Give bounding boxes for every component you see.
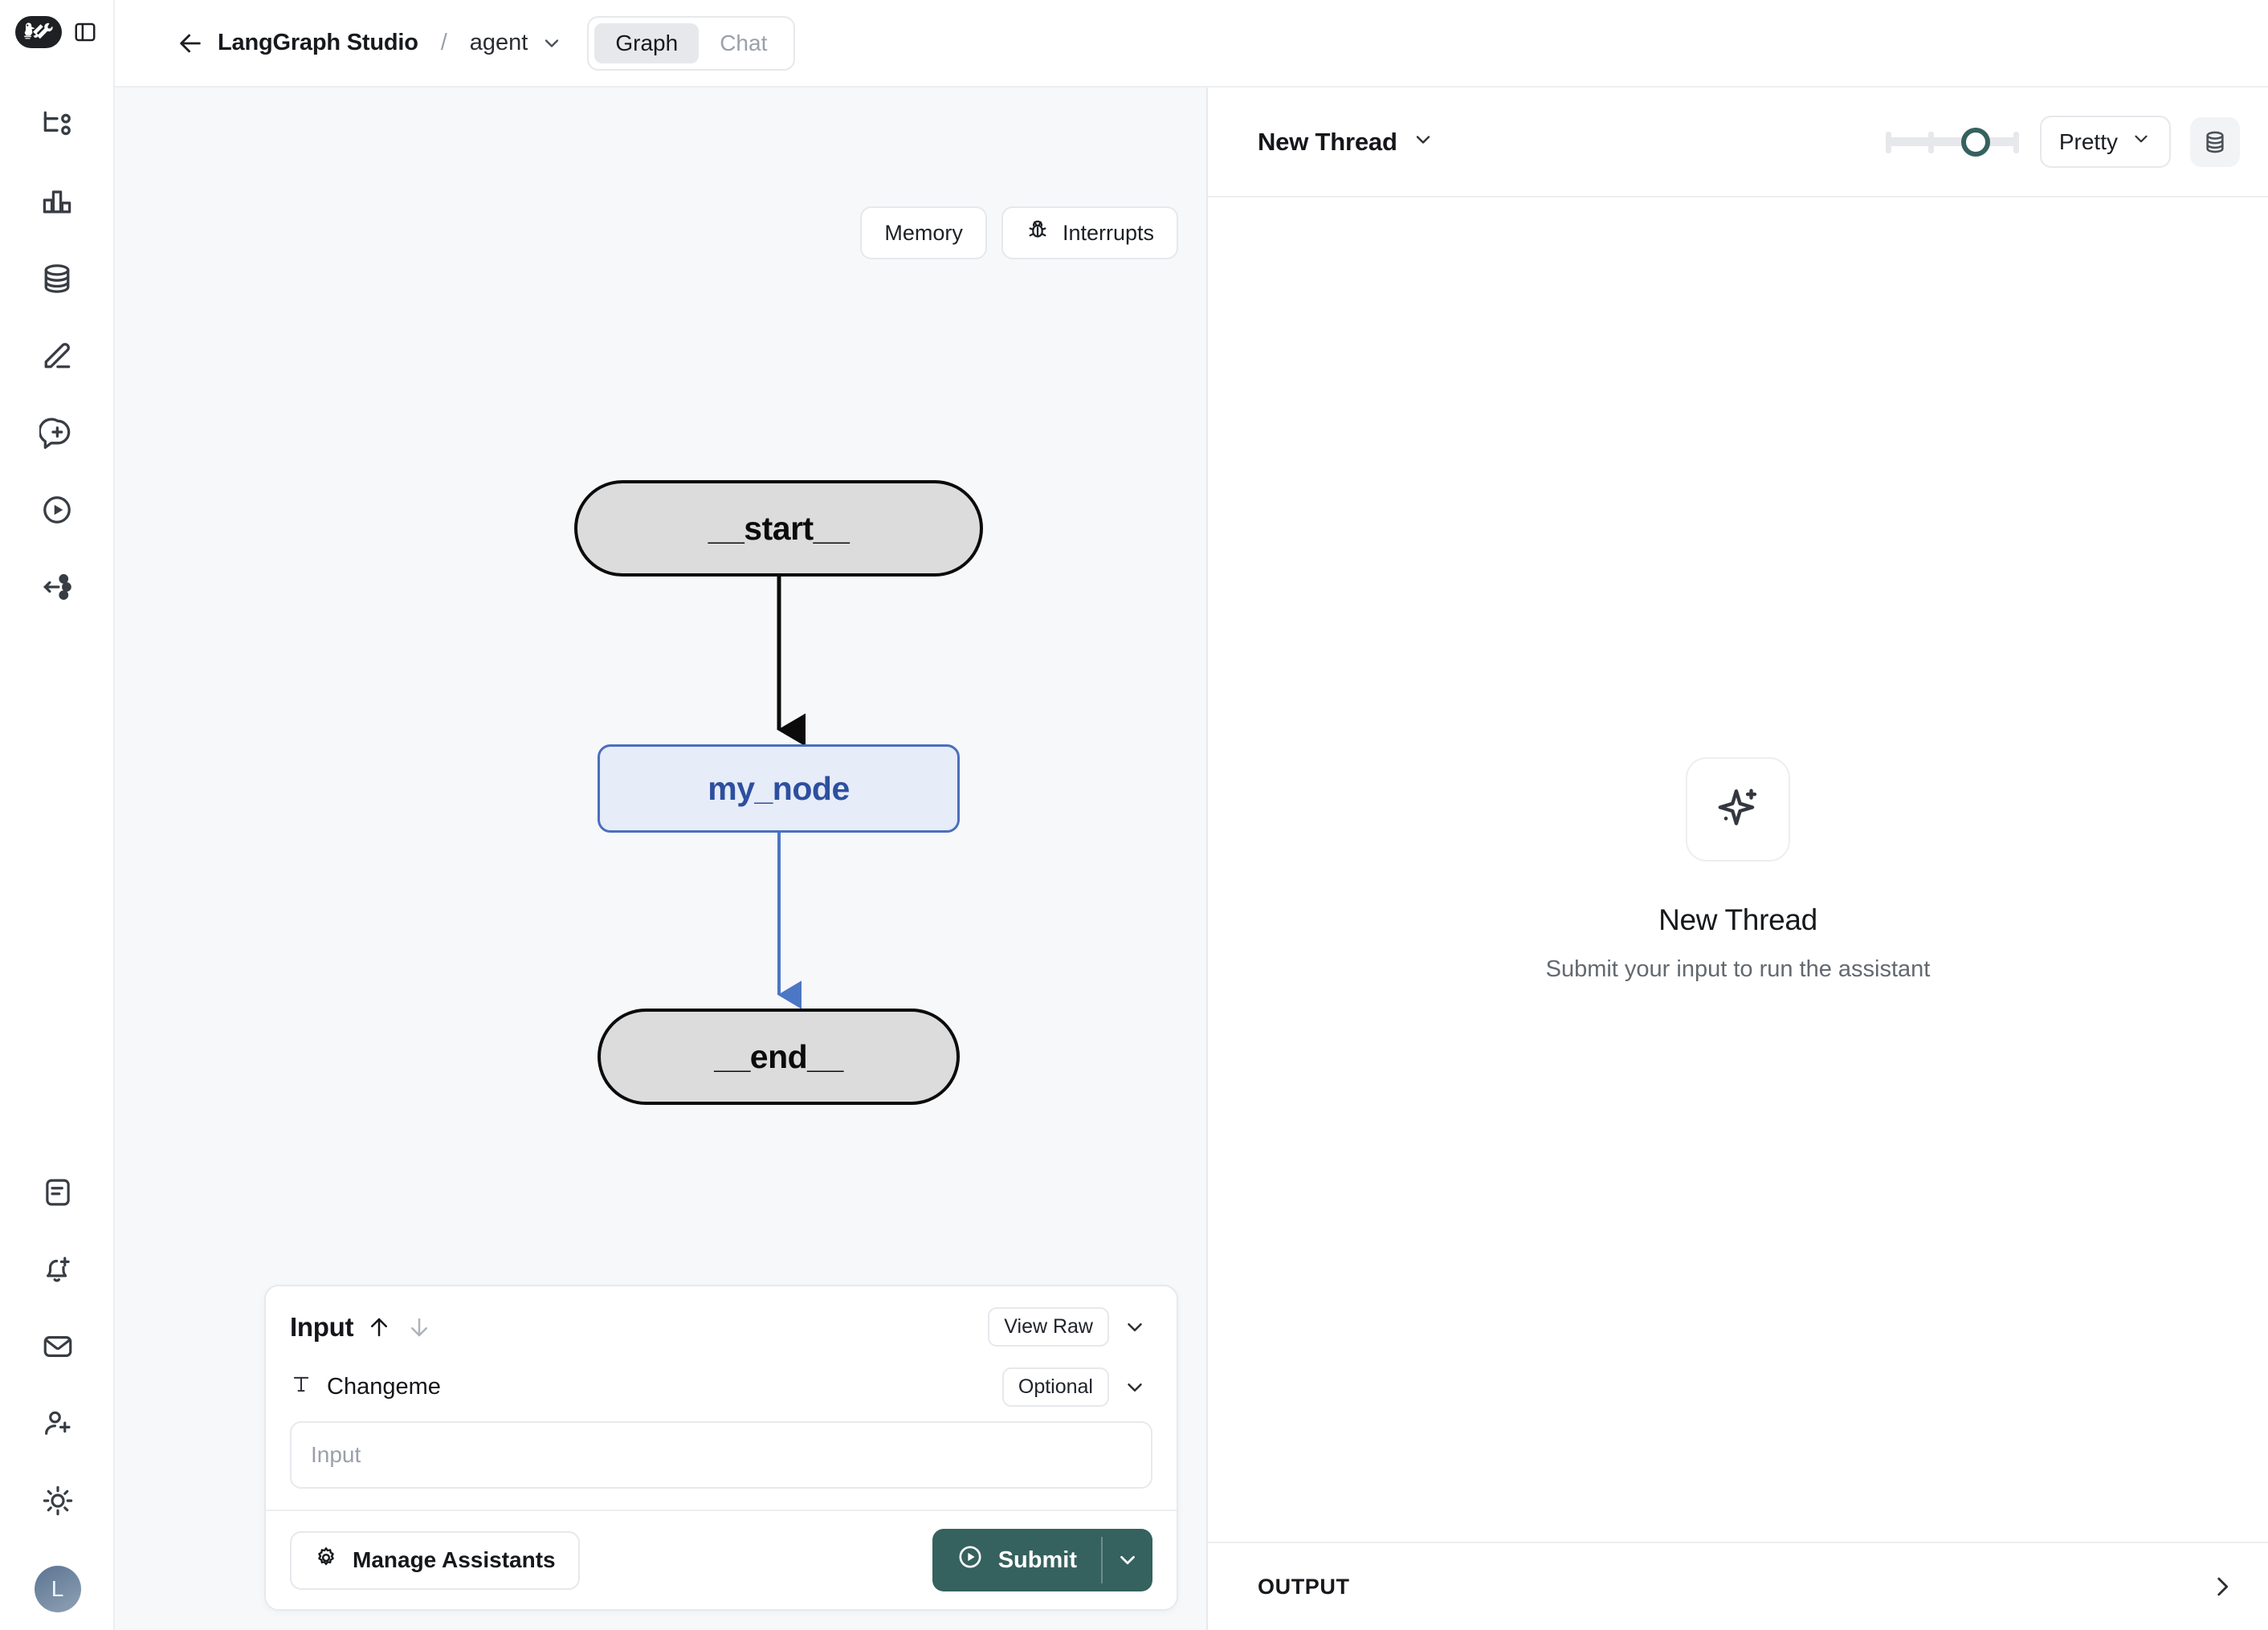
thread-header: New Thread — [1208, 88, 2268, 198]
content-area: LangGraph Studio / agent Graph Chat Memo… — [115, 0, 2268, 1630]
view-mode-segmented-control: Graph Chat — [587, 15, 796, 71]
format-label: Pretty — [2058, 128, 2118, 154]
thread-header-actions: Pretty — [1884, 116, 2240, 168]
arrow-up-icon[interactable] — [365, 1313, 394, 1342]
play-circle-icon — [957, 1543, 984, 1577]
assistant-selector-label[interactable]: agent — [469, 30, 528, 55]
submit-button-group: Submit — [932, 1529, 1152, 1591]
optional-badge[interactable]: Optional — [1001, 1367, 1109, 1407]
field-chevron-down-icon[interactable] — [1117, 1370, 1152, 1405]
thread-state-database-icon[interactable] — [2190, 116, 2240, 167]
format-chevron-down-icon — [2131, 128, 2152, 155]
interrupts-button-label: Interrupts — [1062, 220, 1154, 245]
graph-node-start[interactable]: __start__ — [574, 480, 983, 577]
graph-toolbar: Memory I — [860, 206, 1178, 259]
input-panel: Input — [264, 1285, 1178, 1611]
slider-tick — [1927, 131, 1934, 153]
input-placeholder: Input — [311, 1442, 361, 1467]
sidebar-item-graph[interactable] — [27, 95, 87, 154]
empty-state-subtitle: Submit your input to run the assistant — [1545, 956, 1931, 982]
graph-node-end[interactable]: __end__ — [598, 1009, 960, 1105]
format-selector[interactable]: Pretty — [2039, 116, 2171, 168]
input-text-field[interactable]: Input — [290, 1421, 1152, 1489]
left-icon-rail: L — [0, 0, 115, 1630]
rail-top-group — [14, 0, 99, 634]
chevron-down-icon[interactable] — [540, 32, 563, 55]
thread-empty-state: New Thread Submit your input to run the … — [1208, 198, 2268, 1542]
sidebar-item-alerts[interactable] — [28, 1240, 88, 1299]
slider-tick — [2013, 131, 2019, 153]
submit-button[interactable]: Submit — [932, 1529, 1101, 1591]
submit-divider — [1101, 1537, 1103, 1583]
avatar[interactable]: L — [34, 1566, 81, 1612]
slider-thumb[interactable] — [1960, 127, 1990, 157]
thread-title: New Thread — [1258, 127, 1397, 156]
tab-chat[interactable]: Chat — [720, 30, 768, 55]
slider-track — [1887, 137, 2017, 146]
thread-chevron-down-icon[interactable] — [1412, 128, 1434, 155]
top-bar: LangGraph Studio / agent Graph Chat — [115, 0, 2268, 88]
breadcrumb-separator: / — [440, 30, 447, 55]
sidebar-item-prompts[interactable] — [27, 403, 87, 463]
slider-tick — [1885, 131, 1891, 153]
manage-assistants-button[interactable]: Manage Assistants — [290, 1530, 580, 1590]
sidebar-panel-toggle-icon[interactable] — [71, 18, 99, 46]
chevron-right-icon[interactable] — [2209, 1573, 2236, 1600]
input-panel-header: Input — [266, 1286, 1177, 1353]
manage-assistants-label: Manage Assistants — [353, 1547, 556, 1572]
history-slider[interactable] — [1884, 124, 2021, 161]
output-label: OUTPUT — [1258, 1574, 1350, 1599]
langchain-parrot-tools-icon[interactable] — [14, 16, 62, 48]
graph-canvas[interactable]: Memory I — [115, 88, 1208, 1630]
field-label: Changeme — [327, 1374, 441, 1400]
sparkles-icon — [1686, 756, 1790, 862]
sidebar-item-analytics[interactable] — [27, 172, 87, 231]
thread-panel: New Thread — [1208, 88, 2268, 1630]
sidebar-item-inbox[interactable] — [28, 1317, 88, 1376]
interrupts-button[interactable]: Interrupts — [1001, 206, 1178, 259]
submit-label: Submit — [997, 1546, 1077, 1573]
input-panel-title: Input — [290, 1311, 354, 1342]
memory-button[interactable]: Memory — [860, 206, 987, 259]
input-panel-footer: Manage Assistants Submit — [266, 1510, 1177, 1609]
arrow-left-icon[interactable] — [174, 27, 206, 59]
sidebar-item-deployments[interactable] — [27, 557, 87, 617]
empty-state-title: New Thread — [1658, 903, 1817, 936]
submit-chevron-down-icon[interactable] — [1103, 1529, 1152, 1591]
memory-button-label: Memory — [884, 220, 963, 245]
arrow-down-icon[interactable] — [405, 1313, 434, 1342]
graph-node-my-node[interactable]: my_node — [598, 744, 960, 833]
gear-icon — [314, 1546, 338, 1575]
bug-icon — [1026, 218, 1050, 248]
input-header-actions: View Raw — [988, 1307, 1152, 1347]
view-raw-button[interactable]: View Raw — [988, 1307, 1109, 1347]
sidebar-item-theme[interactable] — [28, 1471, 88, 1530]
sidebar-item-datasets[interactable] — [27, 249, 87, 308]
input-collapse-chevron-down-icon[interactable] — [1117, 1310, 1152, 1345]
sidebar-item-docs[interactable] — [28, 1163, 88, 1222]
input-title-group: Input — [290, 1312, 434, 1343]
field-actions: Optional — [1001, 1367, 1152, 1407]
text-type-icon — [290, 1373, 312, 1402]
input-field-row: Changeme Optional — [266, 1353, 1177, 1415]
sidebar-item-invite[interactable] — [28, 1394, 88, 1453]
logo-row — [14, 16, 99, 48]
sidebar-item-playground[interactable] — [27, 480, 87, 540]
main-body: Memory I — [115, 88, 2268, 1630]
page-title[interactable]: LangGraph Studio — [218, 30, 418, 55]
rail-bottom-group: L — [0, 1163, 115, 1612]
sidebar-item-annotations[interactable] — [27, 326, 87, 385]
output-bar[interactable]: OUTPUT — [1208, 1542, 2268, 1630]
thread-selector[interactable]: New Thread — [1258, 128, 1434, 157]
field-label-group: Changeme — [290, 1373, 441, 1402]
tab-graph[interactable]: Graph — [594, 22, 700, 63]
